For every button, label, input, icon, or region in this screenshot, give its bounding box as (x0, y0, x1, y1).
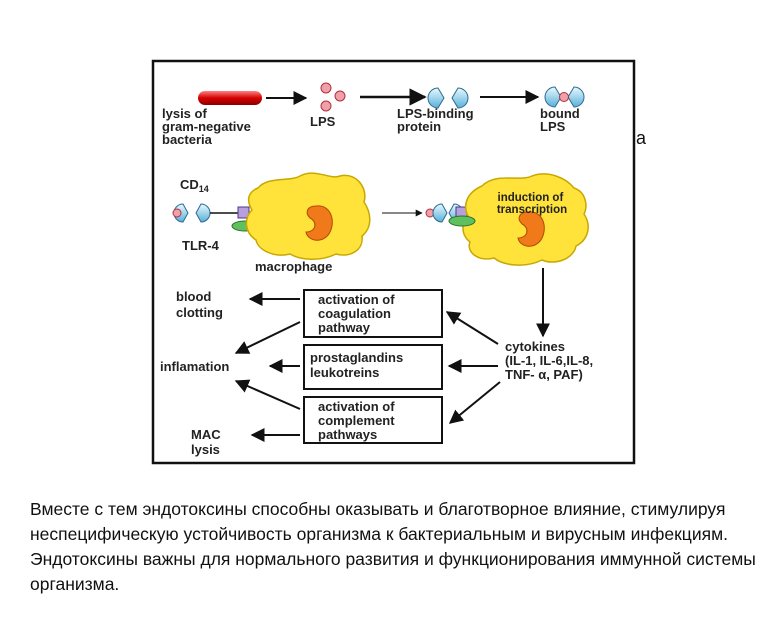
tlr4-label: TLR-4 (182, 238, 220, 253)
prostaglandins-box (303, 344, 443, 390)
arrow-cytokines-to-coagulation (445, 311, 499, 345)
mac-lysis-label: MAC lysis (191, 427, 224, 457)
bound-lps-icon (544, 86, 585, 108)
lysis-label: lysis of gram-negative bacteria (162, 106, 255, 147)
bound-lps-label: bound LPS (540, 106, 583, 134)
coagulation-box (303, 289, 443, 338)
blood-clotting-label: blood clotting (176, 289, 223, 320)
arrow-complement-to-inflammation (234, 379, 301, 410)
arrow-cytokines-to-complement (448, 381, 501, 424)
lbp-label: LPS-binding protein (397, 106, 477, 134)
inflammation-label: inflamation (160, 359, 229, 374)
induction-label: induction of transcription (497, 192, 567, 216)
prostaglandins-box-label: prostaglandins leukotreins (310, 350, 407, 380)
lps-cd14-complex-icon (172, 203, 250, 223)
tlr4-receptor-active-icon (448, 215, 476, 227)
caption-paragraph: Вместе с тем эндотоксины способны оказыв… (30, 499, 756, 594)
activated-nucleus-icon (517, 211, 545, 247)
macrophage-nucleus-icon (305, 205, 333, 241)
coagulation-box-label: activation of coagulation pathway (318, 292, 398, 335)
stray-text: а (636, 128, 647, 148)
lps-molecules-icon (320, 82, 346, 112)
lps-label: LPS (310, 114, 336, 129)
macrophage-label: macrophage (255, 259, 332, 274)
complement-box-label: activation of complement pathways (318, 399, 398, 442)
endotoxin-pathway-diagram: lysis of gram-negative bacteria LPS LPS-… (151, 59, 636, 465)
bacteria-icon (198, 91, 262, 105)
complement-box (303, 396, 443, 444)
arrow-coagulation-to-inflammation (234, 321, 301, 354)
cytokines-label: cytokines (IL-1, IL-6,IL-8, TNF- α, PAF) (505, 339, 597, 382)
cd14-label: CD14 (180, 177, 209, 194)
lps-binding-protein-icon (427, 87, 469, 109)
